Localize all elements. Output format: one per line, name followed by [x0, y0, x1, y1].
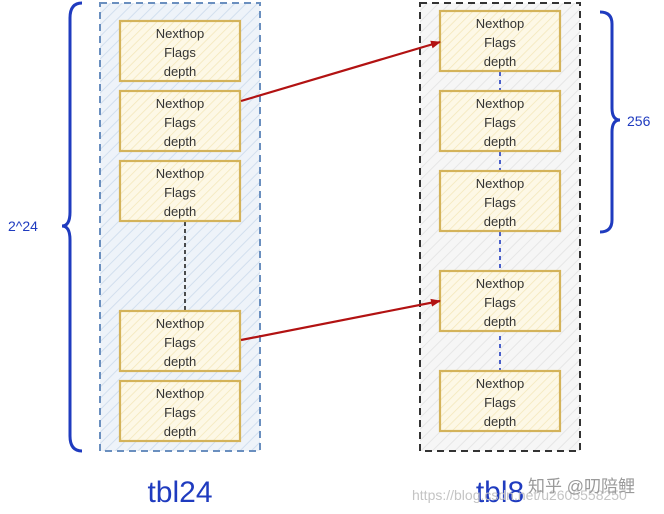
tbl24-entry-box [118, 19, 242, 83]
tbl8-entry-field-depth: depth [484, 414, 517, 429]
tbl24-entry-box [118, 309, 242, 373]
tbl8-entry-field-depth: depth [484, 134, 517, 149]
tbl8-entry-box [438, 169, 562, 233]
tbl8-entry-field-nexthop: Nexthop [476, 96, 524, 111]
tbl24-entry-field-depth: depth [164, 64, 197, 79]
tbl24-entry-field-depth: depth [164, 134, 197, 149]
tbl8-entry-field-nexthop: Nexthop [476, 16, 524, 31]
tbl24-entry-box [118, 89, 242, 153]
tbl8-title: tbl8 [476, 476, 524, 509]
tbl24-entry-field-flags: Flags [164, 405, 196, 420]
tbl24-entry-field-flags: Flags [164, 185, 196, 200]
tbl24-entry-field-nexthop: Nexthop [156, 96, 204, 111]
tbl24-entry-field-nexthop: Nexthop [156, 386, 204, 401]
tbl8-entry-field-flags: Flags [484, 35, 516, 50]
pointer-arrow-tbl24-to-tbl8-second [240, 298, 441, 342]
tbl24-table: NexthopFlagsdepthNexthopFlagsdepthNextho… [99, 2, 261, 452]
tbl24-entry-field-flags: Flags [164, 45, 196, 60]
tbl8-table: NexthopFlagsdepthNexthopFlagsdepthNextho… [419, 2, 581, 452]
tbl8-entry-field-depth: depth [484, 314, 517, 329]
tbl8-size-brace [599, 10, 621, 234]
tbl24-entry-box [118, 159, 242, 223]
tbl8-entry-field-nexthop: Nexthop [476, 376, 524, 391]
tbl8-entry-field-flags: Flags [484, 195, 516, 210]
watermark-text: 知乎 @叨陪鲤 [528, 477, 635, 496]
pointer-arrow-tbl24-to-tbl8-first [240, 40, 441, 103]
tbl24-entry-field-flags: Flags [164, 115, 196, 130]
tbl8-entry-field-nexthop: Nexthop [476, 276, 524, 291]
tbl8-size-label: 256 [627, 113, 651, 129]
tbl24-entry-field-depth: depth [164, 204, 197, 219]
tbl24-size-label: 2^24 [8, 218, 38, 234]
tbl8-entry-field-flags: Flags [484, 115, 516, 130]
tbl24-title: tbl24 [147, 476, 212, 509]
tbl24-entry-field-depth: depth [164, 354, 197, 369]
watermark-url: https://blog.csdn.net/u2605558250 [412, 487, 627, 503]
tbl24-entry-field-depth: depth [164, 424, 197, 439]
tbl24-entry-field-nexthop: Nexthop [156, 26, 204, 41]
tbl24-entry-field-flags: Flags [164, 335, 196, 350]
tbl24-entry-field-nexthop: Nexthop [156, 166, 204, 181]
tbl24-entry-field-nexthop: Nexthop [156, 316, 204, 331]
tbl8-entry-box [438, 89, 562, 153]
tbl8-entry-box [438, 369, 562, 433]
tbl24-entry-box [118, 379, 242, 443]
tbl8-entry-field-depth: depth [484, 54, 517, 69]
tbl8-entry-box [438, 9, 562, 73]
tbl8-entry-field-depth: depth [484, 214, 517, 229]
tbl8-entry-field-flags: Flags [484, 395, 516, 410]
tbl8-entry-field-nexthop: Nexthop [476, 176, 524, 191]
tbl24-size-brace [61, 1, 83, 453]
tbl8-entry-field-flags: Flags [484, 295, 516, 310]
